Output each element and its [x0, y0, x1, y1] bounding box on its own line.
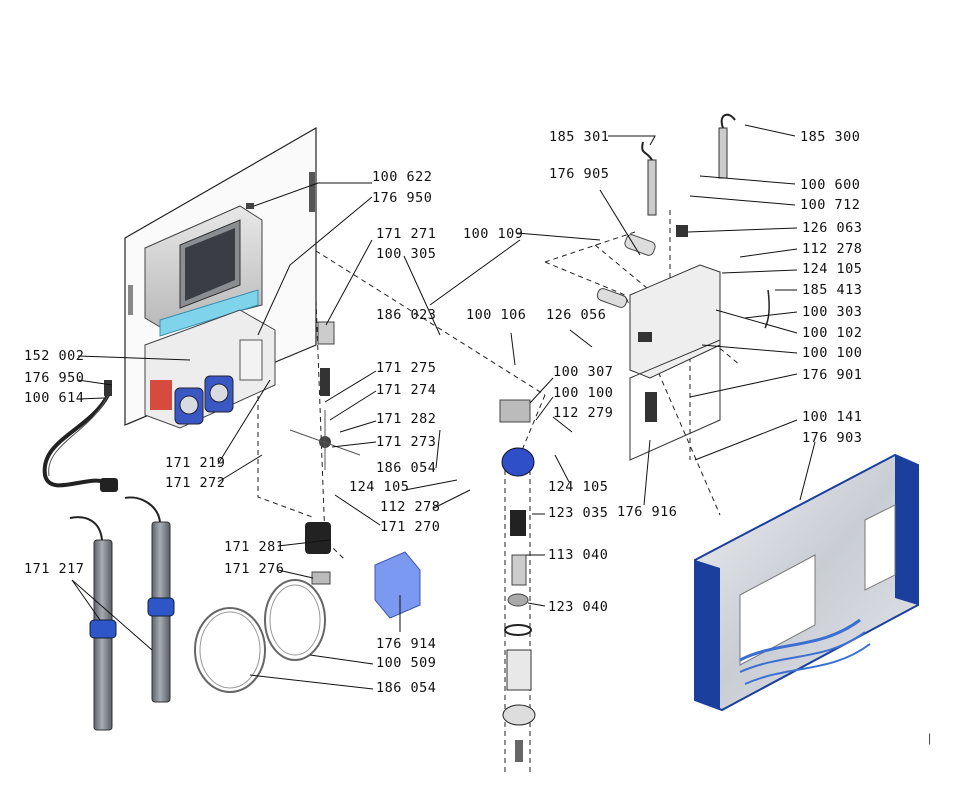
part-label: 112 278 — [802, 241, 862, 257]
hose-coils — [194, 579, 326, 693]
front-cover-icon — [694, 453, 919, 712]
part-label: 171 276 — [224, 561, 284, 577]
part-label: 100 109 — [463, 226, 523, 242]
filter-housing-icon — [499, 399, 536, 762]
part-label: 176 905 — [549, 166, 609, 182]
part-label: 176 903 — [802, 430, 862, 446]
part-label: 171 274 — [376, 382, 436, 398]
part-label: 113 040 — [548, 547, 608, 563]
part-label: 124 105 — [349, 479, 409, 495]
part-label: 100 100 — [553, 385, 613, 401]
part-label: 100 100 — [802, 345, 862, 361]
part-label: 186 054 — [376, 680, 436, 696]
edge-mark: | — [928, 731, 931, 745]
part-label: 152 002 — [24, 348, 84, 364]
part-label: 112 278 — [380, 499, 440, 515]
part-label: 176 914 — [376, 636, 436, 652]
part-label: 100 614 — [24, 390, 84, 406]
part-label: 171 271 — [376, 226, 436, 242]
part-label: 100 712 — [800, 197, 860, 213]
part-label: 176 950 — [372, 190, 432, 206]
part-label: 185 300 — [800, 129, 860, 145]
part-label: 124 105 — [548, 479, 608, 495]
part-label: 100 509 — [376, 655, 436, 671]
valve-assembly — [289, 321, 361, 470]
part-label: 176 950 — [24, 370, 84, 386]
part-label: 171 272 — [165, 475, 225, 491]
part-label: 100 141 — [802, 409, 862, 425]
part-label: 100 106 — [466, 307, 526, 323]
part-label: 171 275 — [376, 360, 436, 376]
probe-icon — [69, 496, 175, 731]
part-label: 171 217 — [24, 561, 84, 577]
part-label: 171 219 — [165, 455, 225, 471]
part-label: 123 040 — [548, 599, 608, 615]
label-leaders — [71, 124, 816, 690]
part-label: 100 307 — [553, 364, 613, 380]
part-label: 126 056 — [546, 307, 606, 323]
controller-unit — [144, 205, 263, 337]
cable-plug-icon — [42, 380, 118, 492]
part-label: 100 305 — [376, 246, 436, 262]
part-label: 186 023 — [376, 307, 436, 323]
pump-head-icon — [305, 522, 421, 619]
part-label: 176 901 — [802, 367, 862, 383]
part-label: 171 270 — [380, 519, 440, 535]
dosing-pumps — [144, 309, 276, 429]
part-labels: 100 622 176 950 171 271 100 305 100 109 … — [24, 129, 862, 696]
part-label: 185 301 — [549, 129, 609, 145]
part-label: 112 279 — [553, 405, 613, 421]
part-label: 176 916 — [617, 504, 677, 520]
part-label: 171 273 — [376, 434, 436, 450]
part-label: 185 413 — [802, 282, 862, 298]
part-label: 171 282 — [376, 411, 436, 427]
part-label: 171 281 — [224, 539, 284, 555]
part-label: 126 063 — [802, 220, 862, 236]
part-label: 100 102 — [802, 325, 862, 341]
part-label: 124 105 — [802, 261, 862, 277]
part-label: 186 054 — [376, 460, 436, 476]
part-label: 123 035 — [548, 505, 608, 521]
part-label: 100 303 — [802, 304, 862, 320]
part-label: 100 622 — [372, 169, 432, 185]
part-label: 100 600 — [800, 177, 860, 193]
flow-cell-icon — [596, 113, 770, 461]
